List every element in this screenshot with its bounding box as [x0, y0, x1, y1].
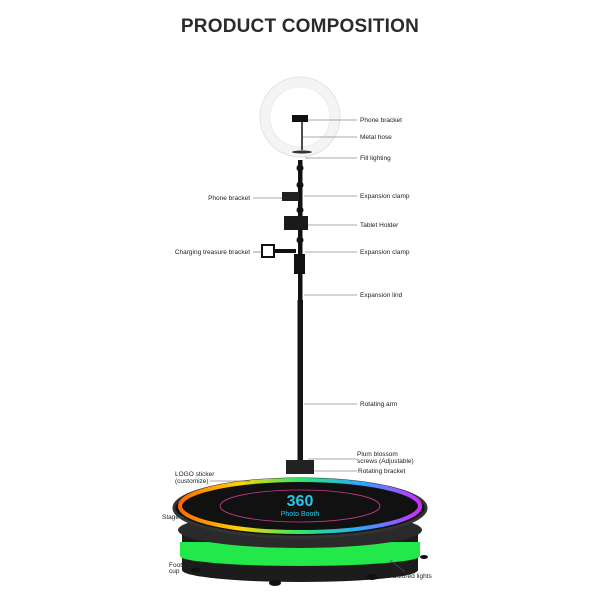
rotating-stage: 360 Photo Booth — [172, 477, 428, 586]
label-tablet-holder: Tablet Holder — [360, 222, 399, 229]
label-foot-cup-2: cup — [169, 568, 180, 575]
foot-cup — [191, 567, 201, 573]
label-expansion-lind: Expansion lind — [360, 292, 403, 299]
label-rotating-arm: Rotating arm — [360, 401, 397, 408]
phone-bracket-top — [292, 115, 308, 122]
label-expansion-clamp: Expansion clamp — [360, 193, 410, 200]
label-colored-lights: Colored lights — [392, 573, 432, 580]
phone-bracket-left — [282, 192, 299, 201]
label-charging-treasure-bracket: Charging treasure bracket — [175, 249, 250, 256]
label-metal-hose: Metal hose — [360, 134, 392, 141]
logo-text: Photo Booth — [281, 511, 320, 518]
label-phone-bracket-left: Phone bracket — [208, 195, 250, 202]
page-title: PRODUCT COMPOSITION — [180, 16, 420, 37]
tablet-holder — [284, 216, 308, 230]
label-logo-sticker-2: (customize) — [175, 478, 209, 485]
label-fill-lighting: Fill lighting — [360, 155, 391, 162]
rotating-bracket — [286, 460, 314, 474]
pole — [261, 160, 314, 474]
callouts-right: Phone bracket Metal hose Fill lighting E… — [303, 117, 432, 580]
callouts-left: Phone bracket Charging treasure bracket … — [162, 195, 282, 575]
label-plum-blossom: Plum blossom — [357, 451, 398, 458]
label-rotating-bracket: Rotating bracket — [358, 468, 406, 475]
label-phone-bracket: Phone bracket — [360, 117, 402, 124]
ring-light — [259, 76, 341, 158]
label-plum-blossom-2: screws (Adjustable) — [357, 458, 414, 465]
charging-treasure-bracket — [261, 244, 275, 258]
label-foot-cup: Foot — [169, 562, 182, 569]
label-logo-sticker: LOGO sticker — [175, 471, 215, 478]
label-stage: Stage — [162, 514, 179, 521]
label-expansion-clamp-2: Expansion clamp — [360, 249, 410, 256]
logo-number: 360 — [287, 493, 314, 510]
